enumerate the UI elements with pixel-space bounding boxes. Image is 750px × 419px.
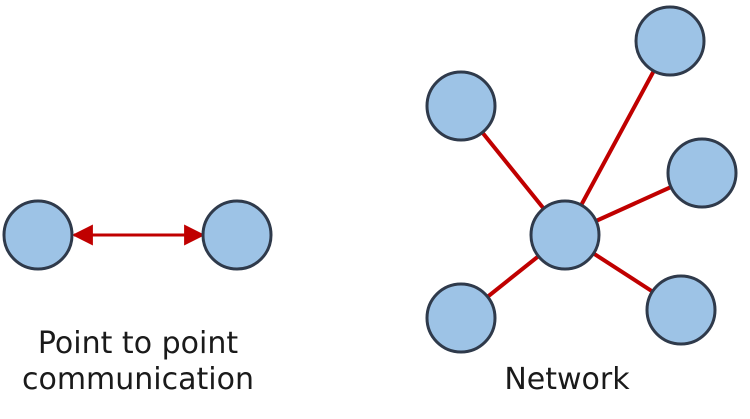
network-caption: Network	[504, 362, 630, 397]
p2p-node-right	[201, 199, 273, 271]
point-to-point-caption-line2: communication	[21, 362, 254, 397]
network-node-topleft	[425, 70, 497, 142]
network-node-right	[666, 137, 738, 209]
network-node-top	[634, 5, 706, 77]
point-to-point-caption: Point to point communication	[0, 326, 276, 398]
network-links	[459, 39, 704, 320]
point-to-point-caption-line1: Point to point	[37, 326, 239, 361]
p2p-node-left	[2, 199, 74, 271]
network-hub-node	[529, 199, 601, 271]
link-hub-top	[563, 39, 672, 237]
network-node-bottomleft	[425, 282, 497, 354]
network-node-bottomright	[645, 274, 717, 346]
